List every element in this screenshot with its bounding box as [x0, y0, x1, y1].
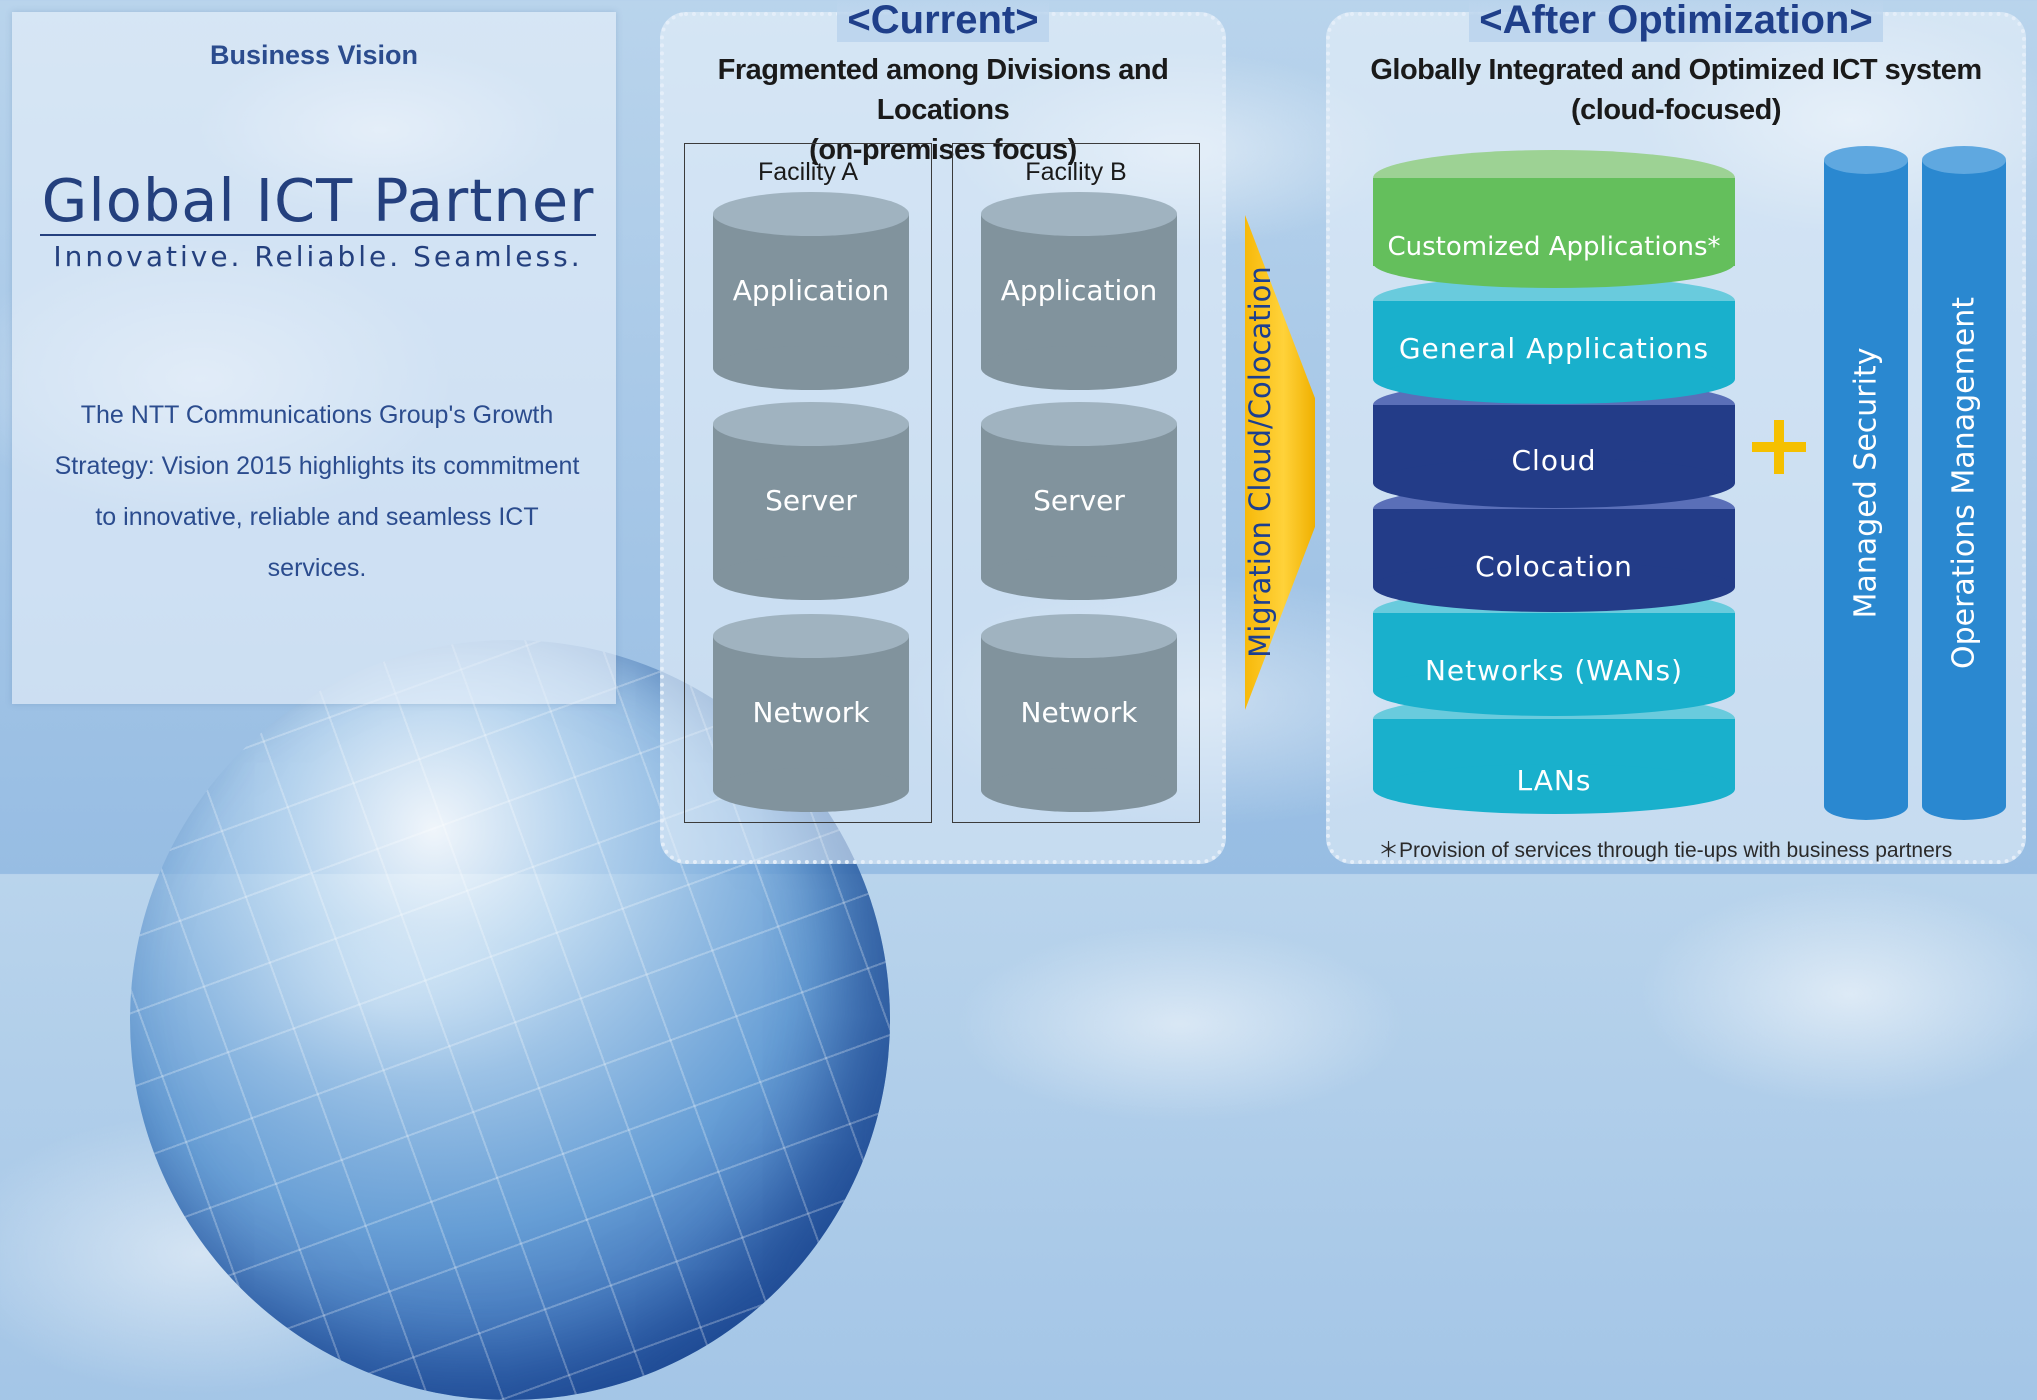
application-cylinder: Application [713, 192, 909, 390]
after-heading: <After Optimization> [1330, 0, 2022, 43]
cylinder-label: Server [1033, 484, 1125, 517]
layer-label: Cloud [1511, 444, 1597, 477]
business-vision-panel: Business Vision Global ICT Partner Innov… [12, 12, 616, 704]
network-cylinder: Network [981, 614, 1177, 812]
current-heading: <Current> [664, 0, 1222, 43]
facility-b-box: Facility B Application Server Network [952, 143, 1200, 823]
layer-label: Customized Applications* [1387, 232, 1721, 262]
cylinder-label: Application [732, 274, 890, 307]
facility-label: Facility B [1025, 158, 1127, 186]
cylinder-label: Network [752, 696, 870, 729]
managed-security-pillar: Managed Security [1824, 146, 1908, 820]
vision-title: Global ICT Partner [41, 166, 595, 235]
network-cylinder: Network [713, 614, 909, 812]
facility-a-box: Facility A Application Server Network [684, 143, 932, 823]
server-cylinder: Server [713, 402, 909, 600]
cylinder-label: Network [1020, 696, 1138, 729]
after-subtitle: Globally Integrated and Optimized ICT sy… [1370, 54, 1982, 126]
facility-label: Facility A [757, 158, 859, 186]
vision-tagline: Innovative. Reliable. Seamless. [53, 240, 583, 273]
current-subtitle: Fragmented among Divisions and Locations… [717, 54, 1169, 166]
operations-management-pillar: Operations Management [1922, 146, 2006, 820]
plus-icon [1752, 420, 1806, 474]
layer-label: General Applications [1398, 332, 1710, 365]
application-cylinder: Application [981, 192, 1177, 390]
cylinder-label: Application [1000, 274, 1158, 307]
layer-label: Networks (WANs) [1424, 654, 1684, 687]
layer-label: LANs [1516, 764, 1592, 797]
cylinder-label: Server [765, 484, 857, 517]
business-vision-label: Business Vision [209, 40, 419, 70]
vision-description: The NTT Communications Group's Growth St… [54, 401, 580, 582]
vision-title-underline [40, 234, 596, 236]
footnote: ＊Provision of services through tie-ups w… [1378, 839, 1953, 862]
layer-label: Colocation [1475, 550, 1633, 583]
server-cylinder: Server [981, 402, 1177, 600]
